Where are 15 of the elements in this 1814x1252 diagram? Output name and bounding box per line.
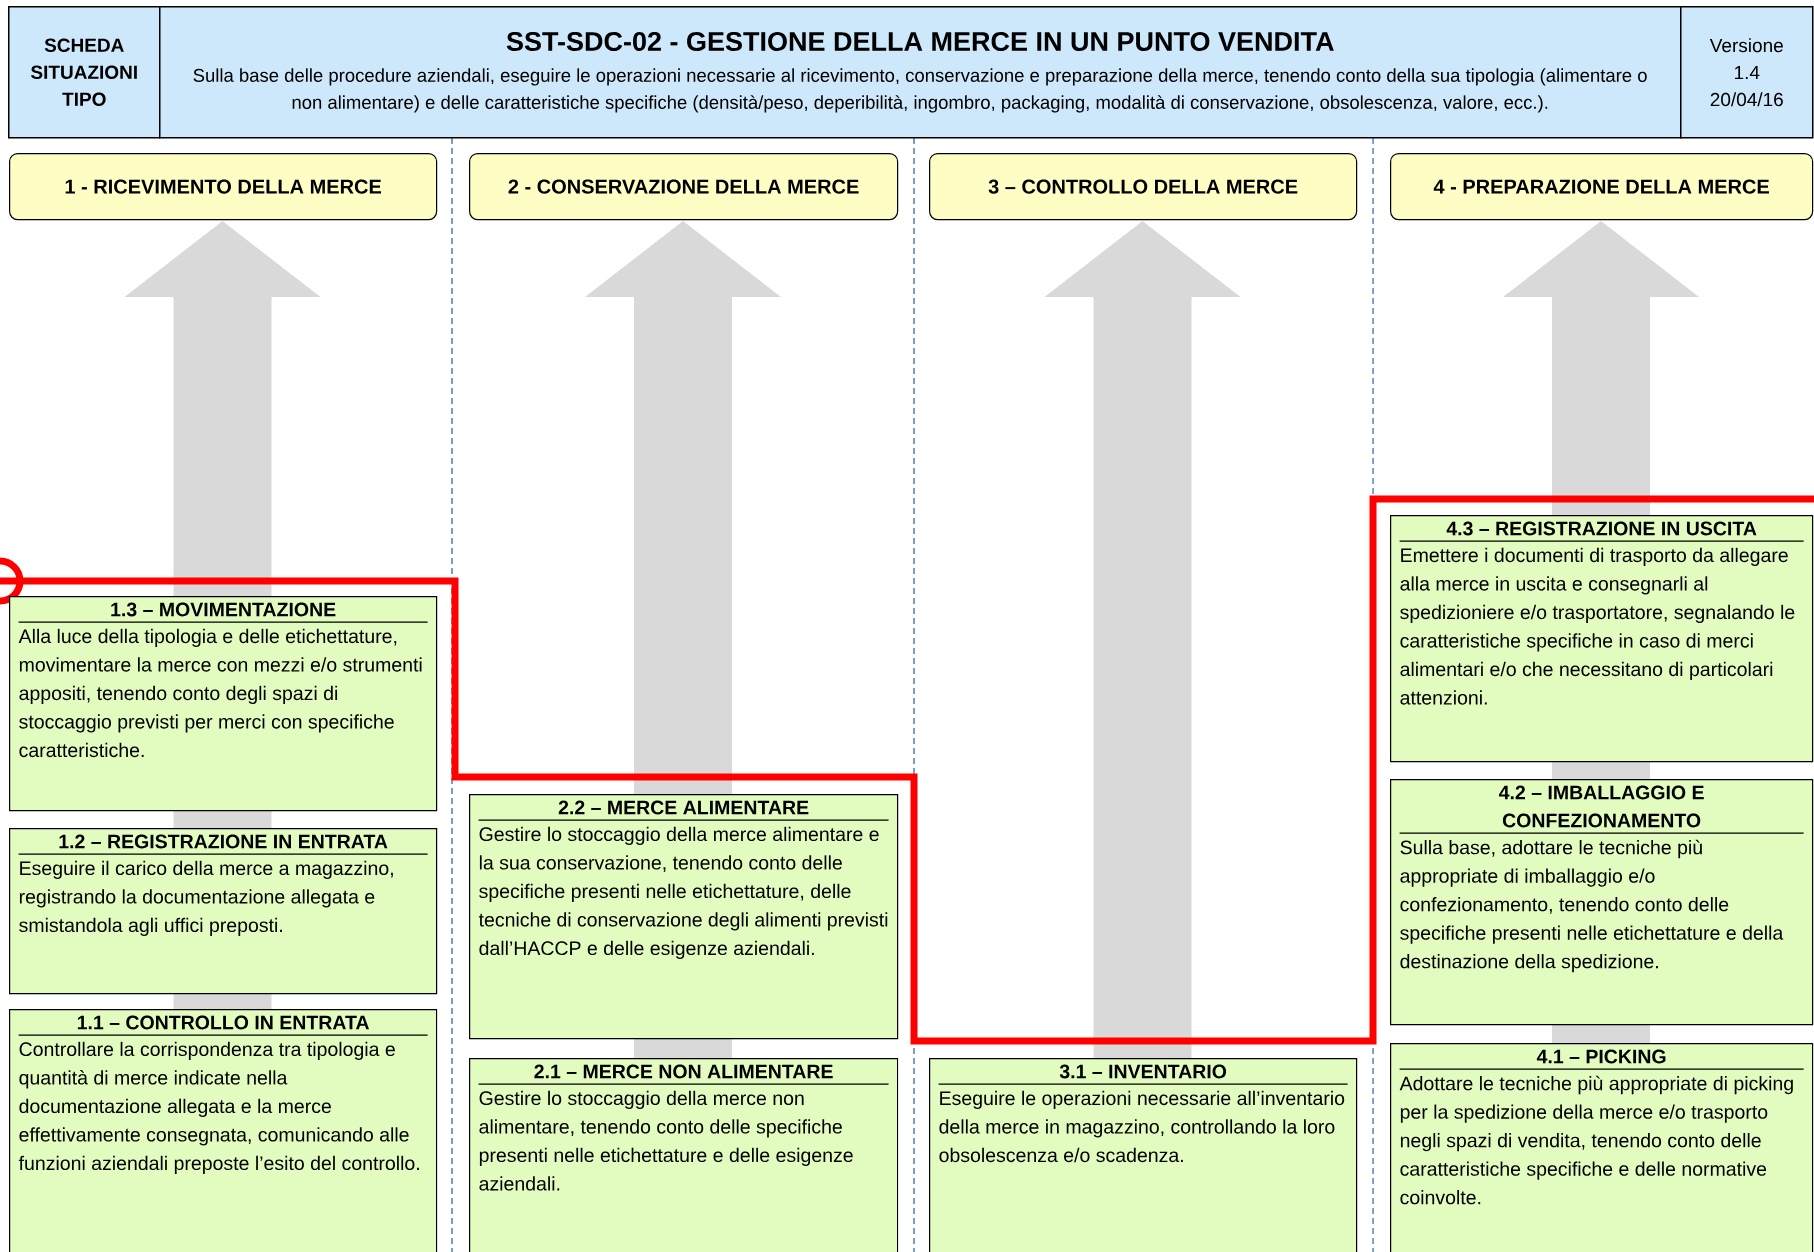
phase-box: 2 - CONSERVAZIONE DELLA MERCE: [469, 153, 899, 221]
header-cell: Versione 1.4 20/04/16: [1680, 6, 1814, 139]
activity-box: 2.2 – MERCE ALIMENTARE Gestire lo stoccaggio della merce alimentare e la sua conservazione, tenendo conto delle specifiche presenti nelle etichettature, delle tecniche di conservazione degli alimenti previsti dall’HACCP e delle esigenze aziendali.: [469, 794, 899, 1040]
activity-box: 1.2 – REGISTRAZIONE IN ENTRATA Eseguire il carico della merce a magazzino, registrando la documentazione allegata e smistandola agli uffici preposti.: [9, 828, 438, 995]
activity-box: 2.1 – MERCE NON ALIMENTARE Gestire lo stoccaggio della merce non alimentare, tenendo conto delle specifiche presenti nelle etichettature e delle esigenze aziendali.: [469, 1058, 899, 1252]
activity-box: 4.1 – PICKING Adottare le tecniche più appropriate di picking per la spedizione della merce e/o trasporto negli spazi di vendita, tenendo conto delle caratteristiche specifiche e delle normative coinvolte.: [1390, 1043, 1814, 1252]
phase-box: 3 – CONTROLLO DELLA MERCE: [929, 153, 1358, 221]
activity-box: 1.3 – MOVIMENTAZIONE Alla luce della tipologia e delle etichettature, movimentare la merce con mezzi e/o strumenti appositi, tenendo conto degli spazi di stoccaggio previsti per merci con specifiche caratteristiche.: [9, 596, 438, 812]
phase-box: 4 - PREPARAZIONE DELLA MERCE: [1390, 153, 1814, 221]
header-cell: SCHEDA SITUAZIONI TIPO: [8, 6, 161, 139]
phase-box: 1 - RICEVIMENTO DELLA MERCE: [9, 153, 438, 221]
activity-box: 4.3 – REGISTRAZIONE IN USCITA Emettere i documenti di trasporto da allegare alla merce in uscita e consegnarli al spedizioniere e/o trasportatore, segnalando le caratteristiche specifiche in caso di merci alimentari e/o che necessitano di particolari attenzioni.: [1390, 515, 1814, 763]
activity-box: 4.2 – IMBALLAGGIO E CONFEZIONAMENTO Sulla base, adottare le tecniche più appropriate di imballaggio e/o confezionamento, tenendo conto delle specifiche presenti nelle etichettature e della destinazione della spedizione.: [1390, 779, 1814, 1026]
activity-box: 1.1 – CONTROLLO IN ENTRATA Controllare la corrispondenza tra tipologia e quantità di merce indicate nella documentazione allegata e la merce effettivamente consegnata, comunicando alle funzioni aziendali preposte l’esito del controllo.: [9, 1009, 438, 1252]
activity-box: 3.1 – INVENTARIO Eseguire le operazioni necessarie all’inventario della merce in magazzino, controllando la loro obsolescenza e/o scadenza.: [929, 1058, 1358, 1252]
